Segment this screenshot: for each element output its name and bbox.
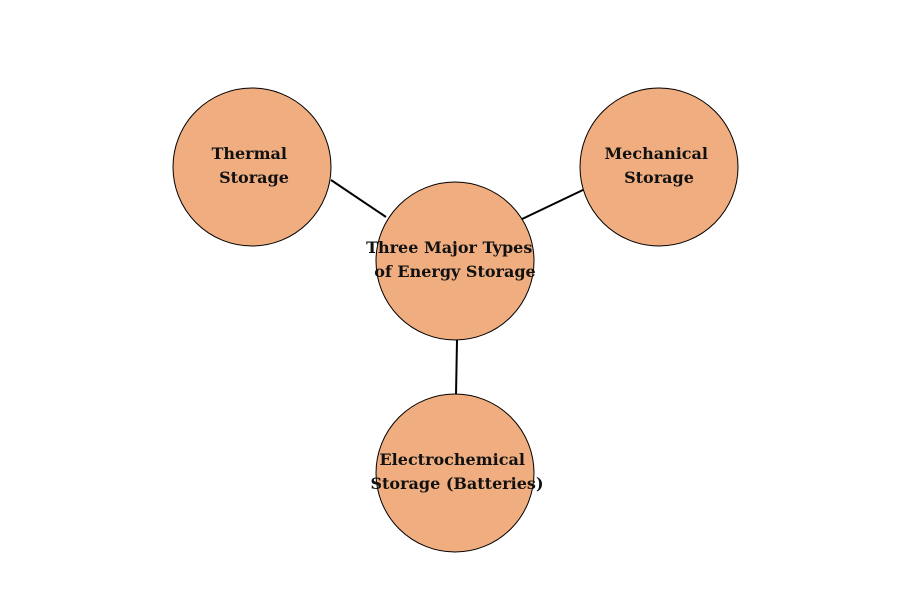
node-mechanical-line1: Mechanical xyxy=(604,144,708,163)
node-thermal-label: Thermal Storage xyxy=(211,144,292,187)
node-thermal-line2: Storage xyxy=(219,168,289,187)
node-electrochemical-line1: Electrochemical xyxy=(379,450,524,469)
connector-center-thermal xyxy=(330,179,387,218)
node-center-circle xyxy=(375,181,535,341)
node-electrochemical-line2: Storage (Batteries) xyxy=(370,474,543,493)
node-thermal-line1: Thermal xyxy=(211,144,287,163)
node-mechanical-line2: Storage xyxy=(624,168,694,187)
node-center-label: Three Major Types of Energy Storage xyxy=(366,238,538,281)
node-thermal-storage: Thermal Storage xyxy=(172,87,332,247)
node-mechanical-label: Mechanical Storage xyxy=(604,144,713,187)
connector-center-mechanical xyxy=(519,188,586,221)
node-center-line2: of Energy Storage xyxy=(374,262,535,281)
node-electrochemical-label: Electrochemical Storage (Batteries) xyxy=(370,450,543,493)
node-center-line1: Three Major Types xyxy=(366,238,532,257)
connector-center-electrochemical xyxy=(455,339,458,396)
node-electrochemical-circle xyxy=(375,393,535,553)
node-mechanical-circle xyxy=(579,87,739,247)
node-electrochemical-storage: Electrochemical Storage (Batteries) xyxy=(370,393,544,553)
node-mechanical-storage: Mechanical Storage xyxy=(579,87,739,247)
node-center: Three Major Types of Energy Storage xyxy=(366,181,538,341)
node-thermal-circle xyxy=(172,87,332,247)
